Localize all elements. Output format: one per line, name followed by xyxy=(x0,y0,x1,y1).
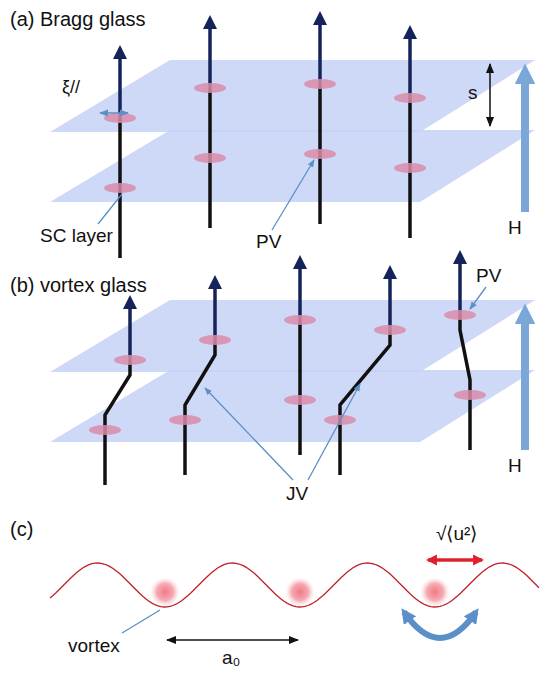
pancake-vortex xyxy=(454,390,486,400)
pancake-vortex xyxy=(104,183,136,193)
panel-title: (c) xyxy=(10,518,33,540)
pancake-label: PV xyxy=(256,232,281,253)
josephson-vortex xyxy=(105,360,130,430)
vortex-arrow xyxy=(458,257,462,315)
josephson-vortex xyxy=(185,340,215,420)
vortex-label: vortex xyxy=(68,636,120,657)
vortex-line xyxy=(298,400,302,455)
vortex-arrow xyxy=(318,18,322,84)
pancake-label: PV xyxy=(476,266,501,287)
pancake-vortex xyxy=(89,425,121,435)
pancake-vortex xyxy=(169,415,201,425)
pancake-vortex xyxy=(194,83,226,93)
panel-title: (b) vortex glass xyxy=(10,274,147,296)
vortex-arrow xyxy=(118,52,122,118)
vortex-line xyxy=(468,395,472,450)
lattice-spacing-label: a₀ xyxy=(222,648,240,669)
pancake-vortex xyxy=(444,310,476,320)
josephson-vortex xyxy=(298,320,302,400)
pancake-vortex xyxy=(199,335,231,345)
josephson-label: JV xyxy=(286,484,308,505)
vortex-arrow xyxy=(213,282,217,340)
spacing-label: s xyxy=(468,83,478,104)
josephson-vortex xyxy=(460,315,470,395)
pancake-vortex xyxy=(114,355,146,365)
field-label: H xyxy=(508,456,522,477)
vortex-line xyxy=(183,420,187,475)
pancake-vortex xyxy=(304,79,336,89)
vortex-arrow xyxy=(298,262,302,320)
vortex-arrow xyxy=(128,302,132,360)
pancake-vortex xyxy=(304,149,336,159)
vortex-arrow xyxy=(388,272,392,330)
pancake-vortex xyxy=(284,395,316,405)
pancake-vortex xyxy=(394,163,426,173)
pancake-vortex xyxy=(104,113,136,123)
pinning-potential xyxy=(50,563,539,607)
pancake-vortex xyxy=(394,93,426,103)
pancake-vortex xyxy=(374,325,406,335)
displacement-label: √⟨u²⟩ xyxy=(436,524,477,545)
vortex-line xyxy=(103,430,107,485)
vortex-arrow xyxy=(408,32,412,98)
vortex-line xyxy=(338,420,342,475)
pancake-vortex xyxy=(194,153,226,163)
layer-label: SC layer xyxy=(40,226,113,247)
pancake-vortex xyxy=(284,315,316,325)
panel-title: (a) Bragg glass xyxy=(10,8,146,30)
coherence-length-label: ξ// xyxy=(62,78,80,98)
field-label: H xyxy=(508,218,522,239)
vortex-arrow xyxy=(208,22,212,88)
